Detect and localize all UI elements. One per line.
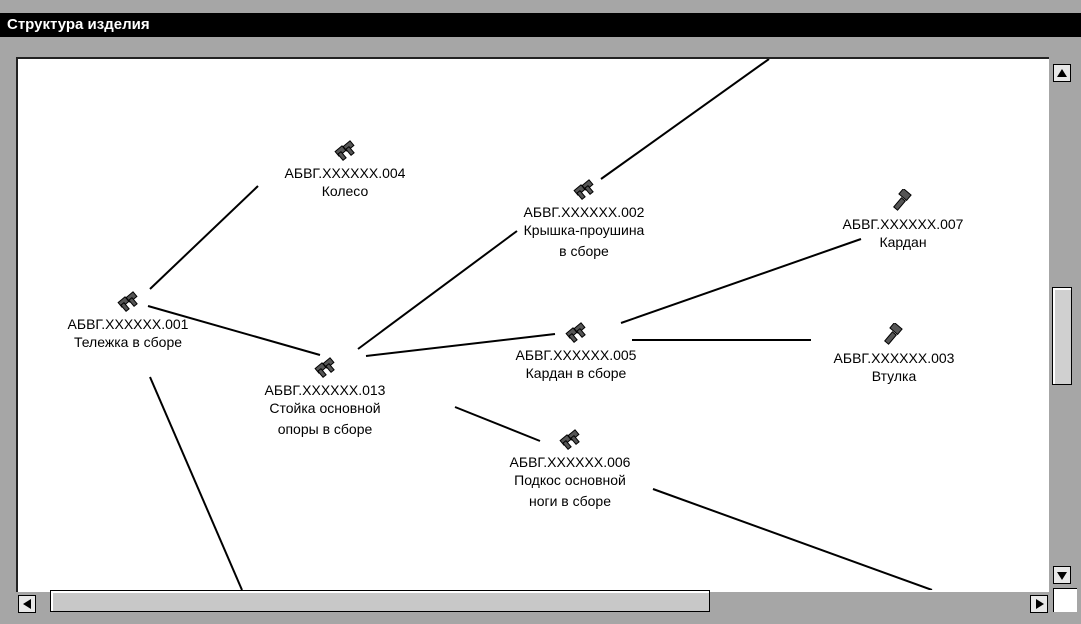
node-code: АБВГ.XXXXXX.005 xyxy=(515,347,637,363)
edge-006-bottom xyxy=(652,488,933,590)
tree-node-007[interactable]: АБВГ.XXXXXX.007 Кардан xyxy=(828,187,978,253)
tree-node-006[interactable]: АБВГ.XXXXXX.006 Подкос основной ноги в с… xyxy=(495,427,645,512)
node-name: Колесо xyxy=(321,183,369,199)
tree-node-001[interactable]: АБВГ.XXXXXX.001 Тележка в сборе xyxy=(53,289,203,353)
window-title: Структура изделия xyxy=(0,13,1081,37)
node-name: в сборе xyxy=(559,243,609,259)
tree-node-005[interactable]: АБВГ.XXXXXX.005 Кардан в сборе xyxy=(501,320,651,384)
node-code: АБВГ.XXXXXX.004 xyxy=(284,165,406,181)
node-name: Подкос основной xyxy=(514,472,626,488)
node-name: Втулка xyxy=(871,368,917,384)
part-icon xyxy=(891,187,915,213)
scroll-right-button[interactable] xyxy=(1030,595,1048,613)
scroll-corner xyxy=(1053,588,1077,612)
node-name: опоры в сборе xyxy=(277,421,373,437)
tree-node-013[interactable]: АБВГ.XXXXXX.013 Стойка основной опоры в … xyxy=(250,355,400,440)
node-code: АБВГ.XXXXXX.006 xyxy=(509,454,631,470)
vertical-scroll-thumb[interactable] xyxy=(1052,287,1072,385)
assembly-icon xyxy=(572,177,596,201)
assembly-icon xyxy=(116,289,140,313)
edge-001-bottom xyxy=(149,376,243,590)
node-code: АБВГ.XXXXXX.002 xyxy=(523,204,645,220)
edge-005-007 xyxy=(620,238,862,324)
node-name: Тележка в сборе xyxy=(73,334,183,350)
edge-013-002 xyxy=(357,230,518,350)
tree-node-002[interactable]: АБВГ.XXXXXX.002 Крышка-проушина в сборе xyxy=(509,177,659,262)
horizontal-scroll-thumb[interactable] xyxy=(50,590,710,612)
node-name: Кардан xyxy=(879,234,927,250)
node-code: АБВГ.XXXXXX.001 xyxy=(67,316,189,332)
assembly-icon xyxy=(558,427,582,451)
node-name: Стойка основной xyxy=(269,400,381,416)
part-icon xyxy=(882,321,906,347)
structure-canvas[interactable]: АБВГ.XXXXXX.001 Тележка в сборе АБВГ.XXX… xyxy=(16,57,1049,592)
node-code: АБВГ.XXXXXX.013 xyxy=(264,382,386,398)
scroll-down-button[interactable] xyxy=(1053,566,1071,584)
edge-001-004 xyxy=(149,185,259,290)
edge-013-006 xyxy=(454,406,541,442)
node-code: АБВГ.XXXXXX.003 xyxy=(833,350,955,366)
node-name: Кардан в сборе xyxy=(525,365,627,381)
edge-013-005 xyxy=(365,333,556,357)
scroll-up-button[interactable] xyxy=(1053,64,1071,82)
edge-002-top xyxy=(600,59,770,180)
assembly-icon xyxy=(564,320,588,344)
connection-lines xyxy=(147,59,933,590)
assembly-icon xyxy=(333,138,357,162)
node-name: Крышка-проушина xyxy=(523,222,645,238)
edge-001-013 xyxy=(147,305,321,356)
scroll-left-button[interactable] xyxy=(18,595,36,613)
node-code: АБВГ.XXXXXX.007 xyxy=(842,216,964,232)
assembly-icon xyxy=(313,355,337,379)
node-name: ноги в сборе xyxy=(528,493,612,509)
tree-node-004[interactable]: АБВГ.XXXXXX.004 Колесо xyxy=(270,138,420,202)
tree-node-003[interactable]: АБВГ.XXXXXX.003 Втулка xyxy=(819,321,969,387)
